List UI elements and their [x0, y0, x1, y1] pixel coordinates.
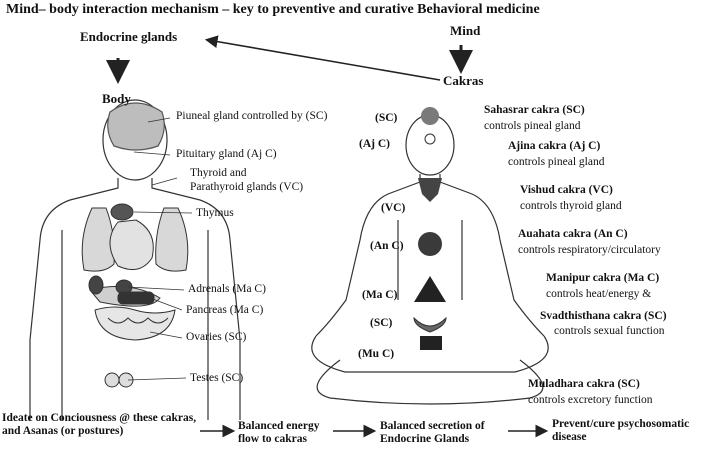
vishud-name: Vishud cakra (VC) [520, 184, 613, 196]
sahasrar-symbol [421, 107, 439, 125]
flow-step-prevent-cure: Prevent/cure psychosomatic disease [552, 418, 690, 444]
body-header: Body [102, 91, 131, 106]
anahata-desc: controls respiratory/circulatory [518, 244, 661, 256]
label-pancreas: Pancreas (Ma C) [186, 304, 264, 316]
label-thyroid-2: Parathyroid glands (VC) [190, 181, 304, 193]
label-thymus: Thymus [196, 207, 234, 219]
tag-ajc: (Aj C) [359, 138, 390, 150]
label-pineal: Piuneal gland controlled by (SC) [176, 110, 328, 122]
svadhisthana-name: Svadthisthana cakra (SC) [540, 310, 667, 322]
anahata-name: Auahata cakra (An C) [518, 228, 628, 240]
chakra-symbols [413, 107, 447, 350]
ajina-symbol [424, 133, 436, 145]
mind-header: Mind [450, 23, 481, 38]
flow-step-ideate: Ideate on Conciousness @ these cakras, a… [2, 412, 197, 438]
endocrine-glands-header: Endocrine glands [80, 29, 178, 44]
vishud-symbol [418, 178, 442, 202]
manipur-desc: controls heat/energy & [546, 288, 652, 300]
tag-vc: (VC) [381, 202, 406, 214]
label-adrenals: Adrenals (Ma C) [188, 283, 266, 295]
tag-sc-crown: (SC) [375, 112, 398, 124]
muladhara-desc: controls excretory function [528, 394, 653, 406]
ajina-desc: controls pineal gland [508, 156, 605, 168]
flow-step-balanced-energy: Balanced energy flow to cakras [238, 420, 320, 446]
ajina-name: Ajina cakra (Aj C) [508, 140, 601, 152]
label-thyroid-1: Thyroid and [190, 167, 247, 179]
tag-sc-sacral: (SC) [370, 317, 393, 329]
flow-step-balanced-secretion: Balanced secretion of Endocrine Glands [380, 420, 485, 446]
anahata-symbol [418, 232, 442, 256]
leader-lines [127, 117, 193, 381]
label-ovaries: Ovaries (SC) [186, 331, 247, 343]
cakras-header: Cakras [443, 73, 484, 88]
manipur-name: Manipur cakra (Ma C) [546, 272, 660, 284]
diagram-title: Mind– body interaction mechanism – key t… [6, 2, 540, 17]
organs [81, 203, 189, 388]
muladhara-name: Muladhara cakra (SC) [528, 378, 640, 390]
tag-mac: (Ma C) [362, 289, 398, 301]
sahasrar-desc: controls pineal gland [484, 120, 581, 132]
tag-muc: (Mu C) [358, 348, 395, 360]
svadhisthana-symbol [413, 316, 447, 333]
tag-anc: (An C) [370, 240, 404, 252]
vishud-desc: controls thyroid gland [520, 200, 622, 212]
muladhara-symbol [420, 336, 442, 350]
label-pituitary: Pituitary gland (Aj C) [176, 148, 277, 160]
svadhisthana-desc: controls sexual function [554, 325, 665, 337]
sahasrar-name: Sahasrar cakra (SC) [484, 104, 585, 116]
body-figure [29, 99, 241, 420]
label-testes: Testes (SC) [190, 372, 244, 384]
manipur-symbol [414, 276, 446, 302]
arrow-cakras-to-endocrine [204, 35, 441, 81]
